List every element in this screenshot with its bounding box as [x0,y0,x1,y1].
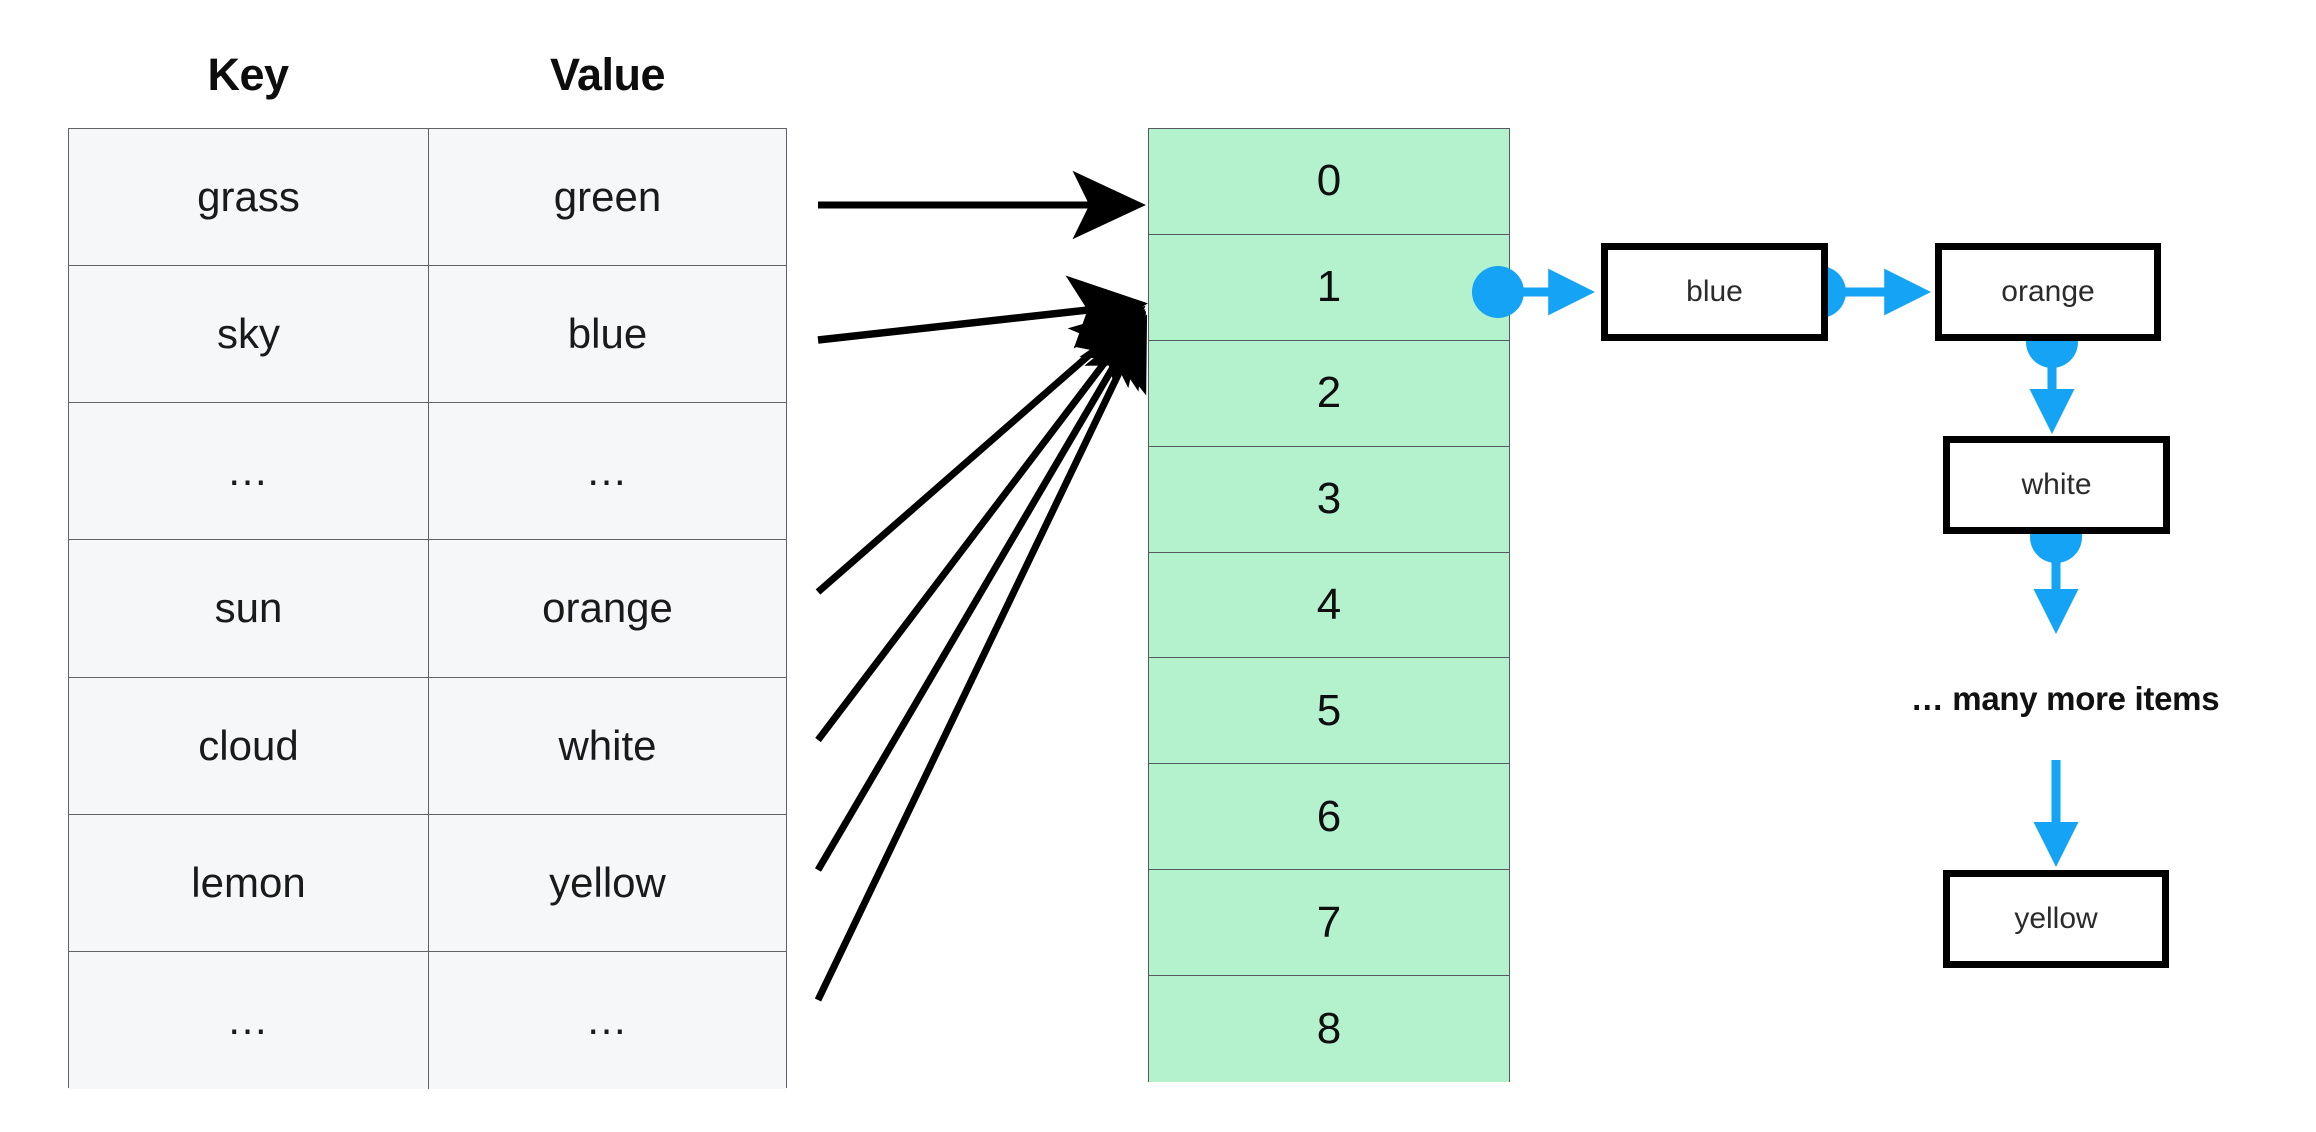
chain-node-orange: orange [1935,243,2161,341]
table-row: … … [69,951,786,1089]
bucket-cell-6: 6 [1149,764,1509,871]
chain-node-yellow: yellow [1943,870,2169,968]
bucket-cell-8: 8 [1149,976,1509,1083]
table-cell-value: blue [429,266,786,403]
chain-node-white: white [1943,436,2170,534]
column-header-key: Key [207,49,289,100]
table-cell-key: grass [69,129,429,266]
column-header-value: Value [549,49,666,100]
bucket-cell-1: 1 [1149,234,1509,341]
bucket-cell-2: 2 [1149,340,1509,447]
table-row: … … [69,403,786,541]
hash-arrow-more [814,314,1148,1002]
table-row: lemon yellow [69,814,786,952]
table-row: sun orange [69,540,786,678]
key-value-table: grass green sky blue … … sun orange clou… [68,128,787,1089]
table-cell-value: green [429,129,786,266]
table-row: sky blue [69,266,786,404]
table-cell-value: orange [429,540,786,677]
table-cell-key: sun [69,540,429,677]
hash-arrow-lemon [814,310,1147,872]
chain-node-blue: blue [1601,243,1828,341]
bucket-cell-4: 4 [1149,552,1509,659]
table-cell-key: sky [69,266,429,403]
hash-arrow-cloud [815,308,1146,743]
hash-arrow-sky [817,275,1148,349]
table-cell-value: … [429,951,786,1089]
kv-table-headers: Key Value [68,40,787,110]
hash-arrow-sun [815,305,1146,595]
bucket-cell-3: 3 [1149,446,1509,553]
bucket-cell-5: 5 [1149,658,1509,765]
bucket-cell-0: 0 [1149,129,1509,235]
table-cell-key: … [69,403,429,540]
table-cell-value: … [429,403,786,540]
table-cell-key: … [69,951,429,1089]
table-cell-key: lemon [69,814,429,951]
table-cell-key: cloud [69,677,429,814]
table-cell-value: yellow [429,814,786,951]
bucket-cell-7: 7 [1149,870,1509,977]
table-row: grass green [69,129,786,267]
hash-bucket-array: 0 1 2 3 4 5 6 7 8 [1148,128,1510,1083]
table-cell-value: white [429,677,786,814]
many-more-items-label: … many more items [1910,680,2220,717]
table-row: cloud white [69,677,786,815]
